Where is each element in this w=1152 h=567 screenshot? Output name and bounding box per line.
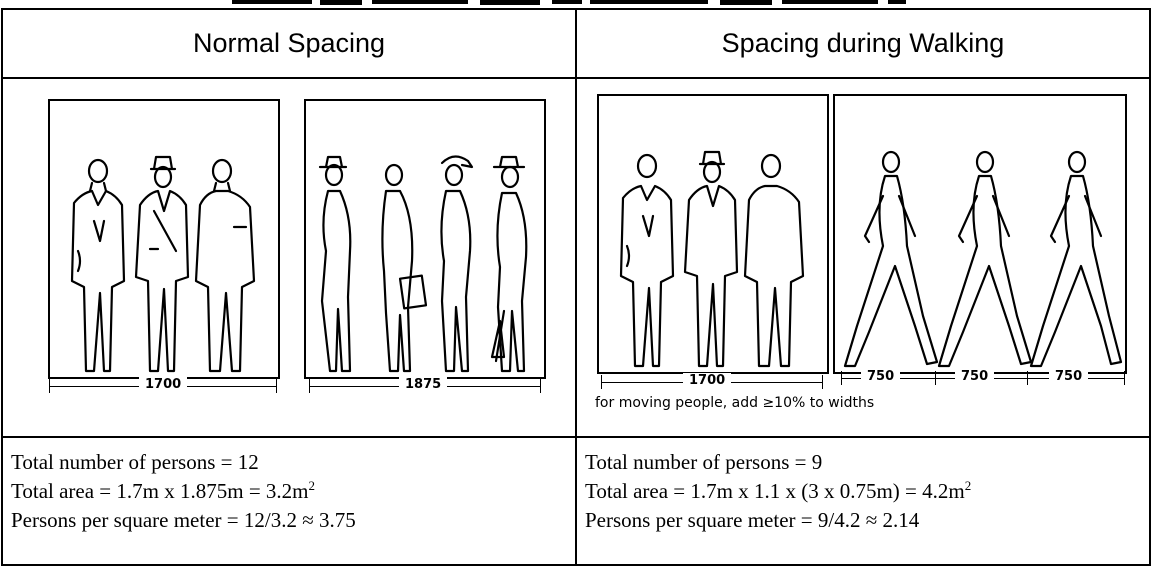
dim-tick	[276, 379, 277, 393]
dim-tick	[540, 379, 541, 393]
walking-people-figures	[843, 150, 1123, 368]
standing-people-figures-right	[619, 150, 805, 368]
header-spacing-walking: Spacing during Walking	[575, 8, 1151, 79]
persons-per-sqm-right: Persons per square meter = 9/4.2 ≈ 2.14	[585, 508, 920, 532]
standing-people-front-figures	[70, 155, 256, 373]
standing-people-side-figures	[318, 155, 528, 373]
standing-group-front-panel	[48, 99, 280, 379]
dimension-label-750-a: 750	[861, 369, 901, 384]
dim-tick	[1027, 371, 1028, 385]
total-area-left-value: Total area = 1.7m x 1.875m = 3.2m	[11, 479, 309, 503]
total-persons-left: Total number of persons = 12	[11, 450, 259, 474]
moving-people-note: for moving people, add ≥10% to widths	[595, 395, 875, 411]
header-normal-spacing: Normal Spacing	[1, 8, 577, 79]
dimension-label-750-c: 750	[1049, 369, 1089, 384]
standing-group-side-panel	[304, 99, 546, 379]
normal-spacing-calculation: Total number of persons = 12 Total area …	[1, 436, 577, 566]
total-persons-right: Total number of persons = 9	[585, 450, 823, 474]
cropped-previous-line	[0, 0, 1152, 8]
persons-per-sqm-left: Persons per square meter = 12/3.2 ≈ 3.75	[11, 508, 356, 532]
dim-tick	[1124, 371, 1125, 385]
dimension-label-1700-right: 1700	[683, 373, 732, 388]
total-area-right-value: Total area = 1.7m x 1.1 x (3 x 0.75m) = …	[585, 479, 965, 503]
walking-group-panel	[833, 94, 1127, 374]
dimension-label-1700: 1700	[139, 377, 188, 392]
dim-tick	[822, 375, 823, 389]
squared-superscript: 2	[964, 478, 972, 493]
dimension-label-1875: 1875	[399, 377, 448, 392]
dimension-label-750-b: 750	[955, 369, 995, 384]
walking-spacing-calculation: Total number of persons = 9 Total area =…	[575, 436, 1151, 566]
total-area-right: Total area = 1.7m x 1.1 x (3 x 0.75m) = …	[585, 477, 1149, 506]
total-area-left: Total area = 1.7m x 1.875m = 3.2m2	[11, 477, 575, 506]
comparison-table: Normal Spacing Spacing during Walking	[1, 8, 1151, 566]
dim-tick	[935, 371, 936, 385]
normal-spacing-illustration: 1700 1875	[1, 77, 577, 438]
squared-superscript: 2	[308, 478, 316, 493]
walking-spacing-illustration: 1700 750 750 750 for moving people, add …	[575, 77, 1151, 438]
standing-group-panel-right	[597, 94, 829, 374]
